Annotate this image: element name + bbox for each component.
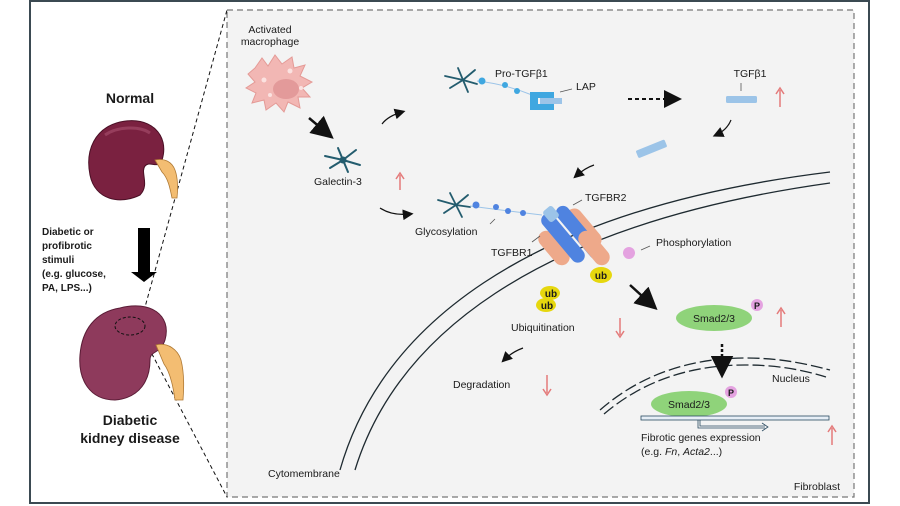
disease-label-line-2: kidney disease — [80, 430, 180, 446]
svg-text:Smad2/3: Smad2/3 — [668, 399, 710, 411]
stimuli-line-4: (e.g. glucose, — [42, 269, 106, 280]
fibroblast-label: Fibroblast — [794, 481, 840, 493]
zoom-region-circle — [114, 316, 146, 336]
glycosylation-leader — [489, 218, 496, 225]
tgf-up-arrow-icon — [775, 86, 785, 107]
fibrotic-genes-examples: (e.g. Fn, Acta2...) — [641, 446, 722, 458]
arrow-to-degradation — [501, 347, 524, 363]
arrow-receptor-to-smad — [629, 284, 658, 311]
tgf-ligand-moving-icon — [636, 139, 667, 158]
svg-text:ub: ub — [545, 289, 557, 300]
cytomembrane-inner — [354, 182, 831, 471]
tgfbr2-leader — [572, 199, 583, 206]
macrophage-icon — [245, 54, 314, 113]
glycan-chain-top — [476, 77, 533, 96]
arrow-ligand-to-receptor — [573, 164, 595, 179]
pro-tgf-complex-icon — [530, 92, 562, 110]
arrow-macrophage-to-galectin — [308, 115, 334, 139]
svg-text:P: P — [754, 301, 760, 311]
nuclear-envelope-outer — [599, 357, 831, 411]
arrow-tgf-down — [712, 119, 732, 137]
disease-label-line-1: Diabetic — [103, 412, 158, 428]
phosphorylation-label: Phosphorylation — [656, 237, 731, 249]
macrophage-label-line-2: macrophage — [241, 36, 300, 48]
cytomembrane-outer — [339, 171, 831, 471]
lap-label: LAP — [576, 81, 596, 93]
stimuli-text: Diabetic or profibrotic stimuli (e.g. gl… — [42, 227, 106, 294]
ub-chain-icon: ub ub — [536, 286, 560, 312]
smad-up-arrow-icon — [776, 306, 786, 327]
tgf-ligand-icon — [726, 96, 757, 103]
figure-frame — [29, 0, 870, 504]
zoom-line-top — [141, 9, 228, 319]
fibrotic-genes-label: Fibrotic genes expression — [641, 432, 761, 444]
nucleus-label: Nucleus — [772, 373, 810, 385]
normal-label: Normal — [106, 90, 154, 106]
diseased-kidney-icon — [79, 305, 184, 401]
receptor-galectin-icon — [437, 192, 471, 218]
tgfbr2-label: TGFBR2 — [585, 192, 627, 204]
stimuli-line-2: profibrotic — [42, 241, 92, 252]
svg-text:P: P — [728, 388, 734, 398]
svg-text:Smad2/3: Smad2/3 — [693, 313, 735, 325]
arrow-galectin-to-receptor — [379, 207, 414, 221]
glycosylation-label: Glycosylation — [415, 226, 478, 238]
tgfbr1-label: TGFBR1 — [491, 247, 533, 259]
detail-panel — [226, 9, 855, 498]
galectin-label: Galectin-3 — [314, 176, 362, 188]
progression-arrow-icon — [131, 228, 157, 282]
degradation-label: Degradation — [453, 379, 510, 391]
stimuli-line-1: Diabetic or — [42, 227, 94, 238]
pro-tgf-label: Pro-TGFβ1 — [495, 68, 548, 80]
glycan-chain-receptor — [469, 201, 543, 216]
tgf-receptor-complex-icon — [538, 205, 610, 266]
svg-text:ub: ub — [595, 271, 607, 282]
ub-receptor-icon: ub — [590, 267, 612, 283]
galectin-up-arrow-icon — [395, 171, 405, 190]
ubiquitination-label: Ubiquitination — [511, 322, 575, 334]
tgf-label: TGFβ1 — [734, 68, 767, 80]
stimuli-line-5: PA, LPS...) — [42, 283, 92, 294]
transcription-arrow-icon — [697, 420, 765, 429]
cytomembrane-label: Cytomembrane — [268, 468, 340, 480]
phosphorylation-site-icon — [623, 247, 635, 259]
lap-leader — [559, 88, 573, 93]
phosphorylation-leader — [640, 245, 651, 251]
smad-cytoplasm-icon: Smad2/3 P — [676, 299, 763, 331]
smad-nucleus-icon: Smad2/3 P — [651, 386, 737, 417]
normal-kidney-icon — [88, 120, 178, 201]
arrow-galectin-to-protgf — [381, 108, 406, 125]
zoom-line-bottom — [141, 334, 228, 498]
stimuli-line-3: stimuli — [42, 255, 74, 266]
svg-text:ub: ub — [541, 301, 553, 312]
fibrotic-up-arrow-icon — [827, 424, 837, 445]
tgfbr1-leader — [531, 235, 541, 243]
nuclear-envelope-inner — [603, 364, 827, 415]
macrophage-label-line-1: Activated — [248, 24, 291, 36]
dna-strand-icon — [640, 415, 830, 421]
ubiquitination-down-arrow-icon — [615, 318, 625, 339]
galectin-icon — [324, 147, 361, 173]
pro-tgf-galectin-icon — [444, 67, 478, 93]
degradation-down-arrow-icon — [542, 375, 552, 397]
